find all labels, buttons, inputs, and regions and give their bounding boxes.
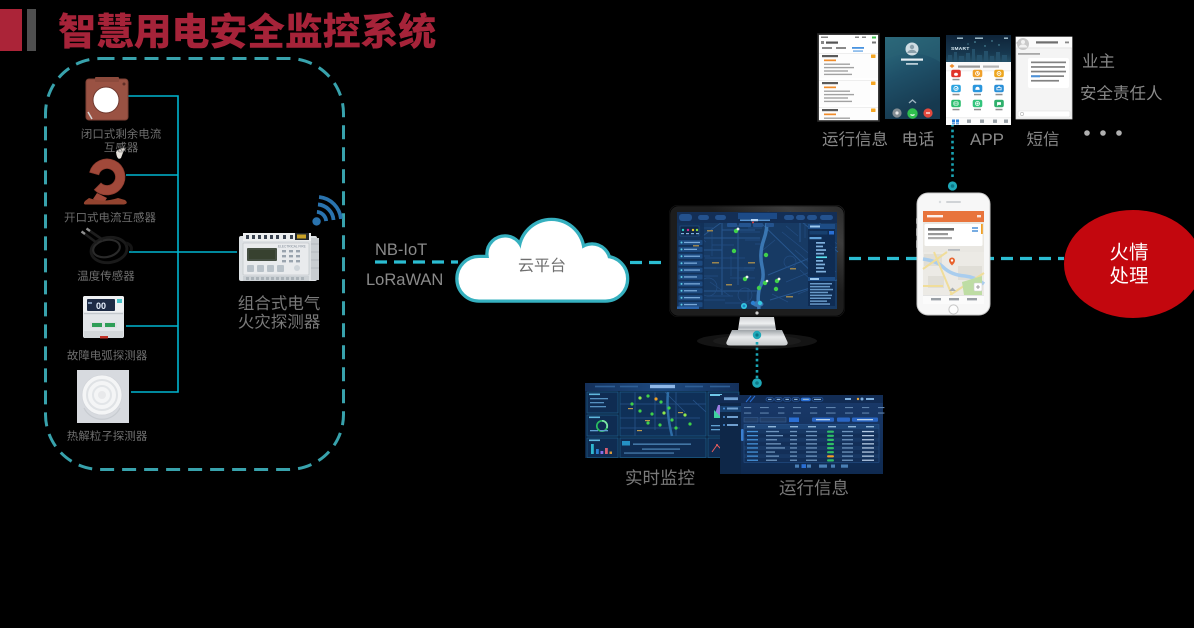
svg-text:ELECTRICAL FIRE: ELECTRICAL FIRE [278,245,306,249]
svg-text:LoRaWAN: LoRaWAN [366,271,443,289]
svg-text:APP: APP [970,130,1004,149]
svg-text:SMART: SMART [951,46,970,52]
svg-text:NB-IoT: NB-IoT [375,241,427,259]
svg-text:00: 00 [96,301,106,311]
